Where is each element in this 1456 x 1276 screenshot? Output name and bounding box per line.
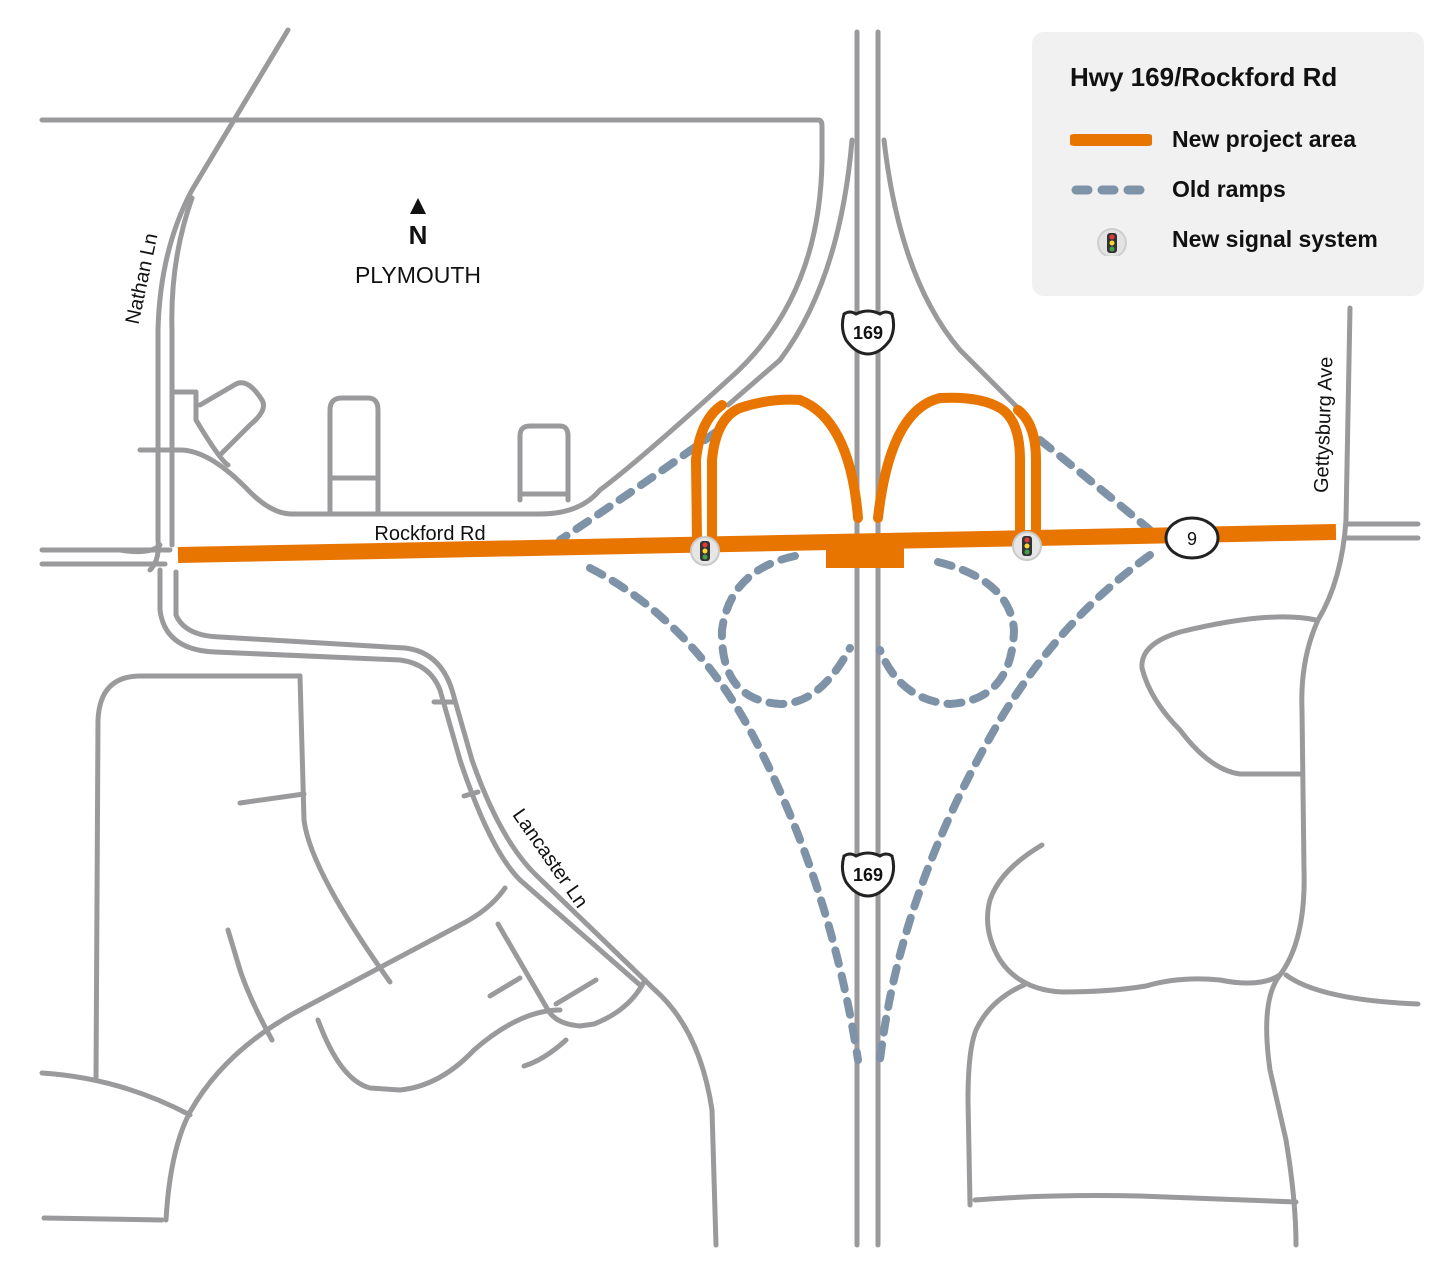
county-road-9-shield: 9 <box>1164 516 1220 560</box>
orange-line-icon <box>1070 134 1152 146</box>
new-project-area <box>177 392 1337 568</box>
legend-label: Old ramps <box>1172 176 1286 202</box>
north-label: N <box>409 220 428 250</box>
signal-west <box>690 536 720 566</box>
shield-north-number: 169 <box>853 323 883 343</box>
old-ramps <box>556 428 1154 1064</box>
city-label: PLYMOUTH <box>355 262 481 288</box>
legend-item-new-project-area: New project area <box>1032 122 1424 158</box>
legend-item-new-signal-system: New signal system <box>1032 222 1424 258</box>
hwy-169-mainline <box>725 29 1023 1248</box>
north-arrow-icon <box>410 198 426 214</box>
legend-item-old-ramps: Old ramps <box>1032 172 1424 208</box>
legend: Hwy 169/Rockford Rd New project area Old… <box>1032 32 1424 296</box>
gettysburg-ave-label: Gettysburg Ave <box>1311 356 1338 493</box>
local-streets <box>39 27 1421 1248</box>
rockford-bridge <box>826 538 904 568</box>
north-arrow: N <box>409 198 428 250</box>
us-169-shield-north: 169 <box>840 309 896 356</box>
legend-label: New signal system <box>1172 226 1378 252</box>
signal-east <box>1012 531 1042 561</box>
county-road-number: 9 <box>1187 529 1197 549</box>
us-169-shield-south: 169 <box>840 851 896 898</box>
rockford-rd-label: Rockford Rd <box>374 523 485 545</box>
shield-south-number: 169 <box>853 865 883 885</box>
traffic-signal-icon <box>1097 228 1127 256</box>
dashed-line-icon <box>1071 185 1152 195</box>
legend-label: New project area <box>1172 126 1357 152</box>
legend-title: Hwy 169/Rockford Rd <box>1070 62 1338 92</box>
